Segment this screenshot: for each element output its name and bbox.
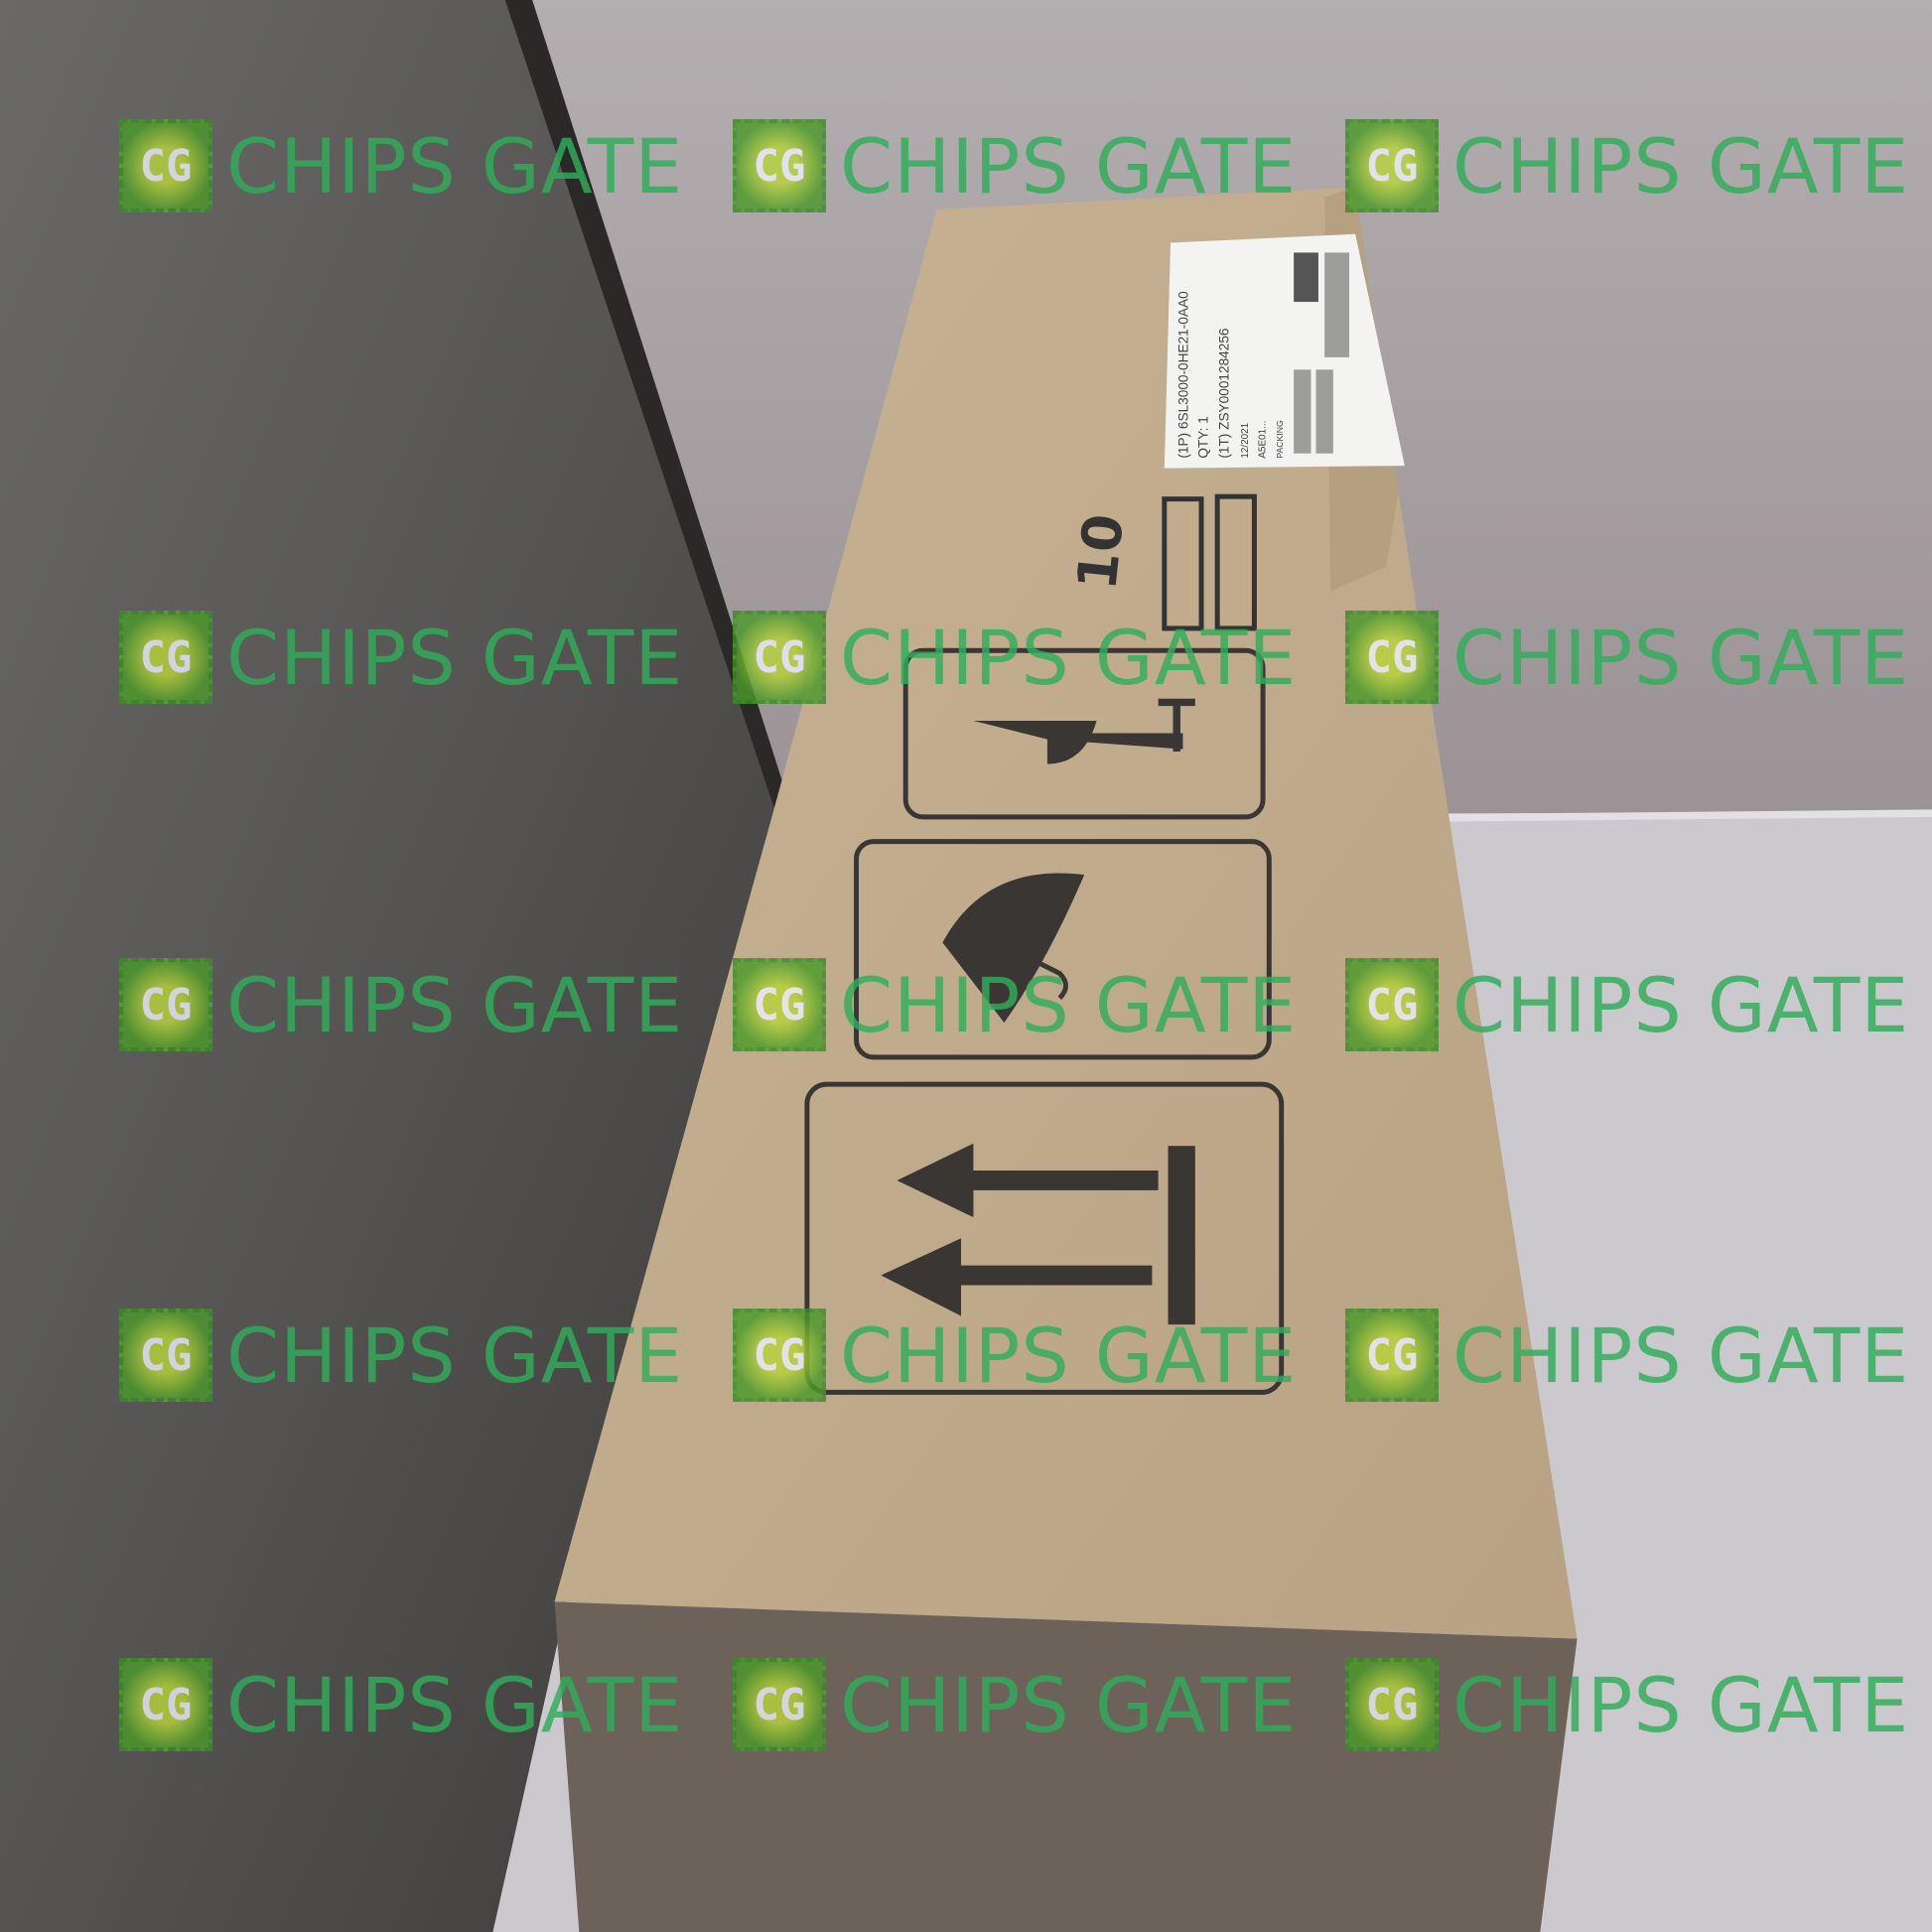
stack-limit-icon [1162,493,1257,631]
fragile-icon [902,647,1266,820]
label-serial: (1T) ZSY0001284256 [1216,328,1231,458]
watermark-text: CHIPS GATE [1452,613,1910,702]
label-part-number: (1P) 6SL3000-0HE21-0AA0 [1175,291,1190,459]
watermark-text: CHIPS GATE [1452,960,1910,1049]
cg-logo-icon: CG [1345,119,1439,212]
watermark-text: CHIPS GATE [226,121,684,210]
cg-logo-icon: CG [119,119,212,212]
barcode-3 [1324,252,1349,357]
box-front-face [554,1601,1578,1932]
cg-logo-icon: CG [733,119,826,212]
watermark-text: CHIPS GATE [226,960,684,1049]
watermark-text: CHIPS GATE [1452,1311,1910,1400]
watermark-text: CHIPS GATE [840,960,1298,1049]
label-header: PACKING [1275,420,1285,459]
cg-logo-icon: CG [733,1658,826,1751]
keep-dry-umbrella-icon [854,839,1272,1060]
cg-logo-icon: CG [119,1309,212,1402]
watermark-text: CHIPS GATE [226,1660,684,1749]
watermark-text: CHIPS GATE [226,1311,684,1400]
cg-logo-icon: CG [1345,1309,1439,1402]
label-date: 12/2021 [1240,422,1251,458]
cg-logo-icon: CG [733,958,826,1051]
this-way-up-icon [804,1081,1285,1395]
datamatrix-code [1294,252,1318,303]
cg-logo-icon: CG [733,1309,826,1402]
barcode-2 [1315,369,1333,454]
cg-logo-icon: CG [733,611,826,704]
cg-logo-icon: CG [119,1658,212,1751]
shipping-label: (1P) 6SL3000-0HE21-0AA0 QTY: 1 (1T) ZSY0… [1164,233,1405,469]
cg-logo-icon: CG [1345,611,1439,704]
cg-logo-icon: CG [1345,958,1439,1051]
shelf-edge [1417,809,1932,822]
barcode-1 [1294,369,1311,454]
cg-logo-icon: CG [1345,1658,1439,1751]
watermark-text: CHIPS GATE [1452,1660,1910,1749]
watermark-text: CHIPS GATE [1452,121,1910,210]
watermark-text: CHIPS GATE [840,1660,1298,1749]
watermark-text: CHIPS GATE [840,613,1298,702]
watermark-text: CHIPS GATE [840,121,1298,210]
stack-limit-number: 10 [1064,511,1136,593]
label-code: A5E01... [1258,421,1269,459]
cg-logo-icon: CG [119,958,212,1051]
slab-edge [504,0,789,807]
watermark-text: CHIPS GATE [226,613,684,702]
dark-slab [0,0,789,1932]
watermark-text: CHIPS GATE [840,1311,1298,1400]
label-qty: QTY: 1 [1195,416,1210,458]
cg-logo-icon: CG [119,611,212,704]
